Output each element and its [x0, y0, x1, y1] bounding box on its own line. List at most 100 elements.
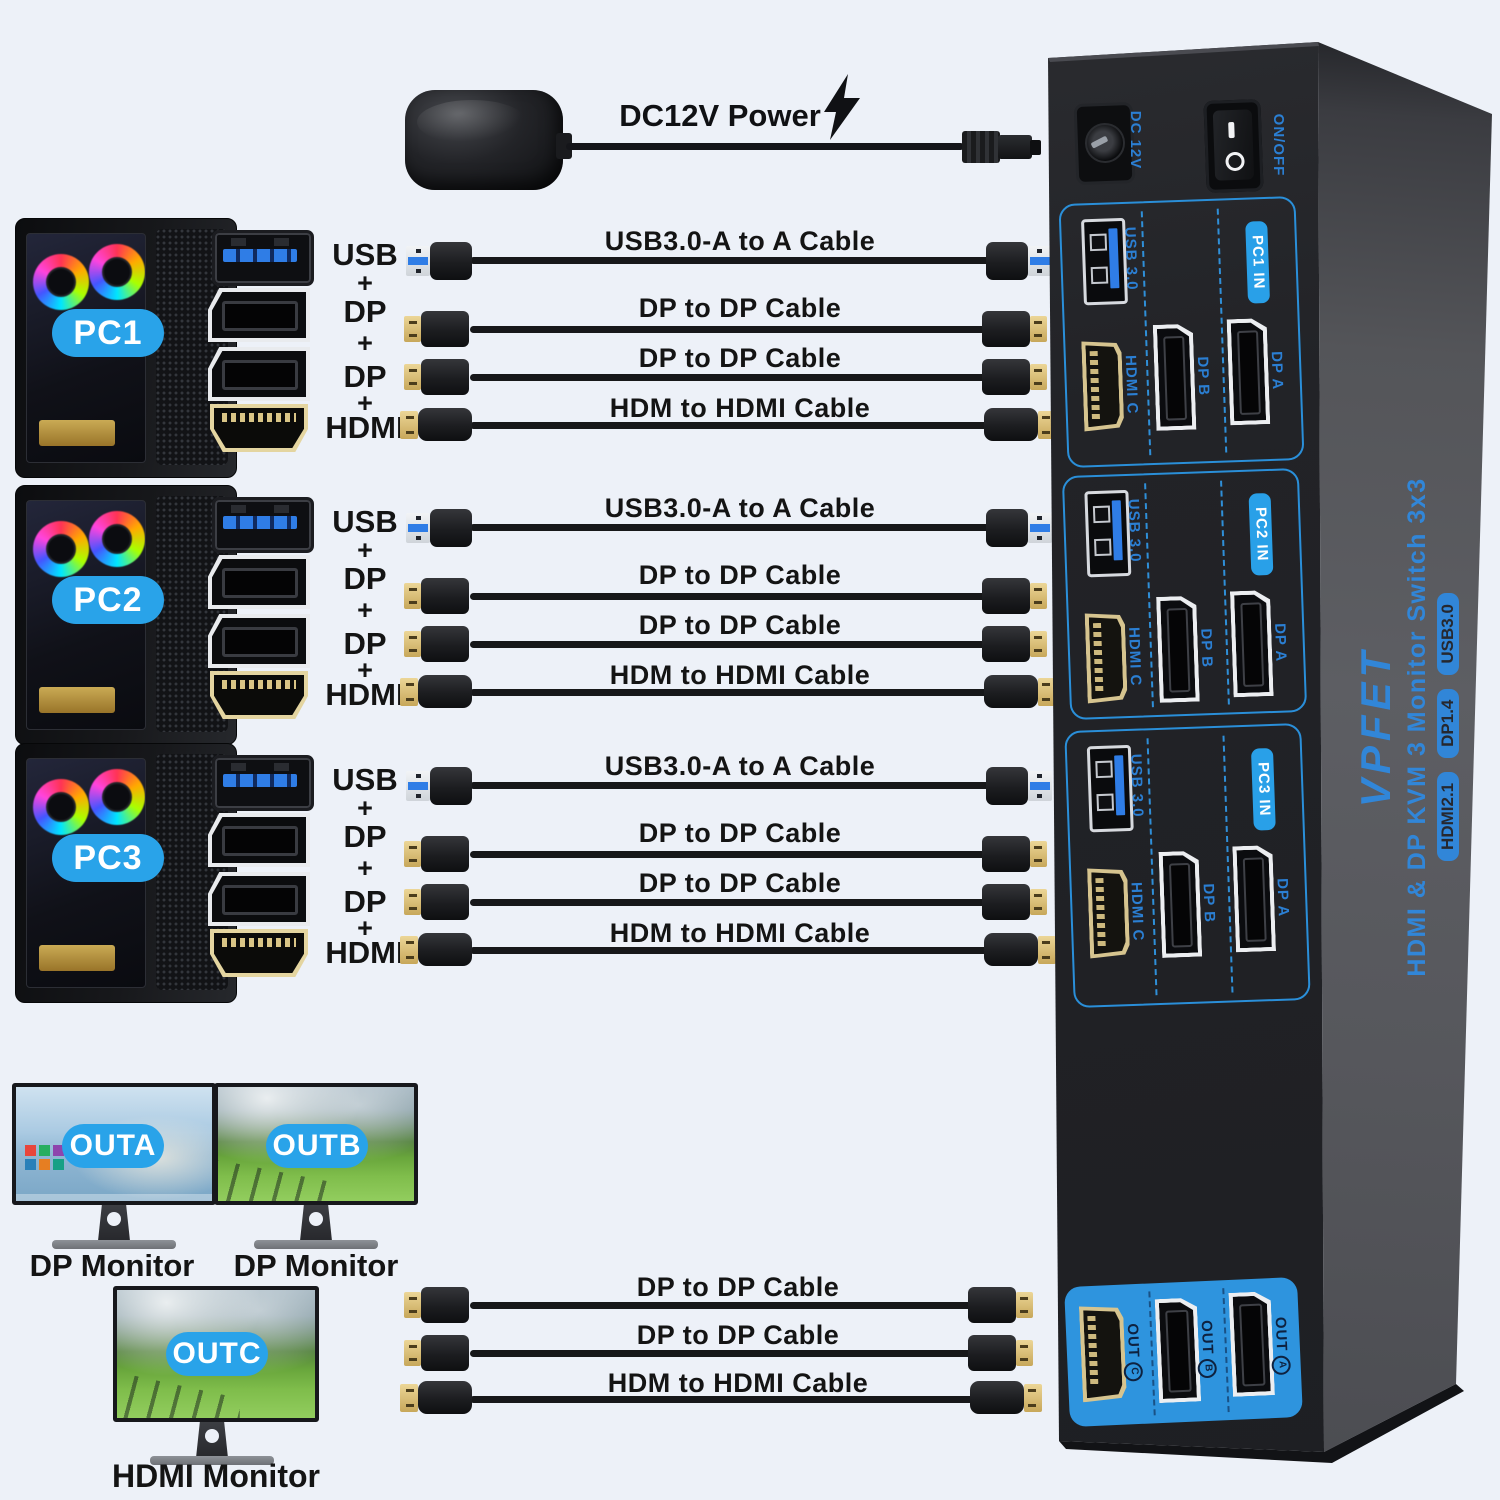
- cable: [470, 947, 1000, 954]
- dp-a-in-port: [1227, 318, 1271, 425]
- divider: [1148, 1291, 1156, 1416]
- dp-a-port-label: DP A: [1267, 350, 1287, 391]
- cable: [470, 689, 1000, 696]
- dc-plug-ridges: [962, 131, 1000, 163]
- hdmi-plug-icon: [984, 408, 1056, 441]
- hdmi-plug-icon: [984, 675, 1056, 708]
- divider: [1222, 735, 1234, 993]
- hdmi-port-label: HDMI C: [1125, 626, 1145, 687]
- dp-plug-icon: [982, 836, 1047, 872]
- pc-label-pill: PC1: [52, 309, 164, 357]
- usb-port-icon: [212, 755, 314, 811]
- pc-group: PC2 USB + DP + DP + HDMI USB3.0-A to A C…: [10, 482, 1060, 745]
- usb-plug-icon: [986, 242, 1052, 280]
- cable-label: USB3.0-A to A Cable: [604, 751, 876, 781]
- dp-port-icon: [208, 347, 310, 401]
- spec-badge: USB3.0: [1436, 593, 1459, 675]
- usb-port-label: USB 3.0: [1121, 226, 1141, 291]
- monitor-stand: [98, 1205, 130, 1241]
- dp-a-port-label: DP A: [1273, 877, 1292, 918]
- port-label: DP: [343, 359, 387, 394]
- usb-plug-icon: [406, 509, 472, 547]
- rgb-fan-icon: [89, 244, 145, 300]
- hdmi-out-port: [1079, 1305, 1127, 1403]
- spec-badges: HDMI2.1 DP1.4 USB3.0: [1436, 593, 1459, 861]
- cable: [470, 782, 1000, 789]
- plus-label: +: [357, 388, 373, 418]
- plus-label: +: [357, 913, 373, 943]
- power-switch-label: ON/OFF: [1270, 113, 1287, 177]
- hdmi-plug-icon: [400, 933, 472, 966]
- cable: [470, 641, 1000, 648]
- port-label: DP: [343, 561, 387, 596]
- psu-badge: [39, 420, 115, 446]
- hdmi-plug-icon: [400, 675, 472, 708]
- dp-plug-icon: [982, 884, 1047, 920]
- dp-plug-icon: [982, 578, 1047, 614]
- dc-plug-barrel: [998, 135, 1032, 159]
- rgb-fan-icon: [33, 779, 89, 835]
- dp-plug-icon: [404, 1287, 469, 1323]
- dc-plug-tip: [1030, 140, 1041, 155]
- cable: [470, 524, 1000, 531]
- rgb-fan-icon: [89, 769, 145, 825]
- device-title: HDMI & DP KVM 3 Monitor Switch 3x3: [1402, 477, 1431, 977]
- spec-badge: HDMI2.1: [1436, 771, 1459, 861]
- monitor-base: [150, 1456, 274, 1465]
- dc-port-label: DC 12V: [1127, 110, 1144, 170]
- port-label: USB: [332, 237, 398, 272]
- cable-label: DP to DP Cable: [638, 868, 842, 898]
- dp-port-icon: [208, 288, 310, 342]
- kvm-switch-device: DC 12V ON/OFF USB 3.0 PC1 IN HDMI C DP B: [1040, 35, 1500, 1475]
- divider: [1144, 483, 1154, 708]
- cable-label: DP to DP Cable: [638, 560, 842, 590]
- port-label: DP: [343, 626, 387, 661]
- plus-label: +: [357, 793, 373, 823]
- dp-port-icon: [208, 614, 310, 668]
- cable: [470, 1302, 980, 1309]
- pc-input-section: USB 3.0 PC1 IN HDMI C DP B DP A: [1058, 195, 1305, 469]
- divider: [1220, 480, 1230, 705]
- cable-label: DP to DP Cable: [638, 343, 842, 373]
- divider: [1216, 208, 1228, 453]
- dp-a-in-port: [1232, 845, 1276, 952]
- spec-badge: DP1.4: [1436, 688, 1459, 758]
- tower-glass-panel: [26, 758, 146, 988]
- desktop-tiles: [25, 1145, 36, 1156]
- usb-port-icon: [212, 497, 314, 553]
- pc-in-pill: PC3 IN: [1250, 747, 1276, 831]
- hdmi-plug-icon: [984, 933, 1056, 966]
- cable-label: HDM to HDMI Cable: [609, 393, 871, 423]
- rgb-fan-icon: [89, 511, 145, 567]
- divider: [1140, 211, 1152, 456]
- dp-b-in-port: [1159, 851, 1203, 958]
- hdmi-plug-icon: [970, 1381, 1042, 1414]
- dp-plug-icon: [404, 311, 469, 347]
- dp-out-port: [1155, 1297, 1201, 1403]
- dp-plug-icon: [982, 626, 1047, 662]
- monitor-base: [254, 1240, 378, 1249]
- hdmi-port-icon: [210, 929, 308, 977]
- hdmi-in-port: [1087, 867, 1130, 958]
- dp-b-port-label: DP B: [1197, 628, 1216, 669]
- usb-port-icon: [212, 230, 314, 286]
- cable: [470, 257, 1000, 264]
- rgb-fan-icon: [33, 521, 89, 577]
- pc-label-pill: PC2: [52, 576, 164, 624]
- plus-label: +: [357, 328, 373, 358]
- plus-label: +: [357, 535, 373, 565]
- hdmi-port-label: HDMI C: [1127, 881, 1147, 942]
- cable-label: DP to DP Cable: [638, 610, 842, 640]
- hdmi-in-port: [1085, 612, 1128, 703]
- cable: [470, 851, 1000, 858]
- dp-a-port-label: DP A: [1271, 622, 1290, 663]
- plus-label: +: [357, 268, 373, 298]
- cable-label: DP to DP Cable: [638, 818, 842, 848]
- dp-b-in-port: [1153, 324, 1197, 431]
- psu-badge: [39, 687, 115, 713]
- plus-label: +: [357, 853, 373, 883]
- pc-group: PC3 USB + DP + DP + HDMI USB3.0-A to A C…: [10, 740, 1060, 1003]
